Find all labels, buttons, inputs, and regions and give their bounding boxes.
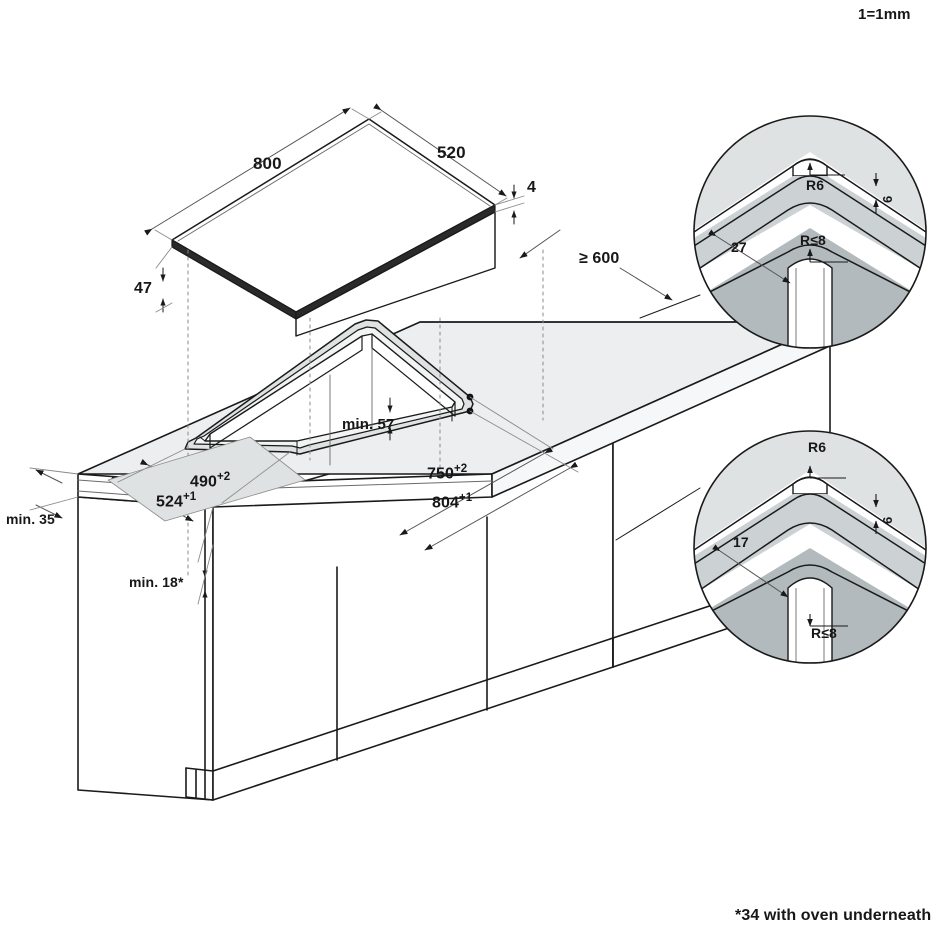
cutout-width-inner-tol: +2	[454, 463, 468, 475]
cutout-width-outer-tol: +1	[459, 492, 473, 504]
dim-label-cutout-depth-outer: 524+1	[156, 491, 197, 511]
dim-label-520: 520	[437, 143, 466, 162]
dim-label-800: 800	[253, 154, 282, 173]
projection-lines	[187, 249, 544, 576]
cutout-width-outer-value: 804	[432, 494, 459, 512]
dim-label-cutout-depth-inner: 490+2	[190, 471, 231, 491]
dim-label-min-57: min. 57	[342, 416, 395, 433]
dim-cutout-width	[399, 396, 579, 551]
dim-800	[144, 107, 370, 241]
cutout-width-inner-value: 750	[427, 465, 454, 483]
detail-bottom-label-r8: R≤8	[811, 625, 837, 641]
detail-top-label-r6: R6	[806, 177, 825, 193]
dim-min18	[197, 506, 214, 605]
cutout-depth-inner-value: 490	[190, 473, 217, 491]
detail-top-label-r8: R≤8	[800, 232, 826, 248]
footnote: *34 with oven underneath	[735, 907, 932, 924]
dim-label-47: 47	[134, 280, 152, 297]
dim-min57	[329, 347, 393, 466]
dim-label-min-35: min. 35	[6, 511, 55, 527]
worktop-cutout	[184, 319, 474, 456]
dim-4	[494, 184, 525, 225]
detail-bottom-label-6: 6	[880, 516, 895, 524]
detail-top-label-27: 27	[731, 239, 747, 255]
detail-bottom-label-r6: R6	[808, 439, 827, 455]
dim-520	[368, 103, 508, 206]
dim-47	[155, 246, 173, 313]
detail-top-label-6: 6	[880, 195, 895, 203]
dim-label-clearance-above: ≥ 600	[579, 250, 620, 267]
detail-bottom-label-17: 17	[733, 534, 749, 550]
dim-cutout-depth	[107, 436, 306, 522]
detail-leader-lines	[615, 294, 701, 541]
dim-label-min-18: min. 18*	[129, 574, 184, 590]
cutout-depth-inner-tol: +2	[217, 471, 231, 483]
cutout-depth-outer-tol: +1	[183, 491, 197, 503]
dim-min35	[29, 467, 79, 519]
dim-600	[519, 229, 673, 301]
dim-label-4: 4	[527, 179, 536, 196]
cutout-depth-outer-value: 524	[156, 493, 183, 511]
dim-label-cutout-width-inner: 750+2	[427, 463, 468, 483]
dim-label-cutout-width-outer: 804+1	[432, 492, 473, 512]
scale-note: 1=1mm	[858, 6, 911, 23]
